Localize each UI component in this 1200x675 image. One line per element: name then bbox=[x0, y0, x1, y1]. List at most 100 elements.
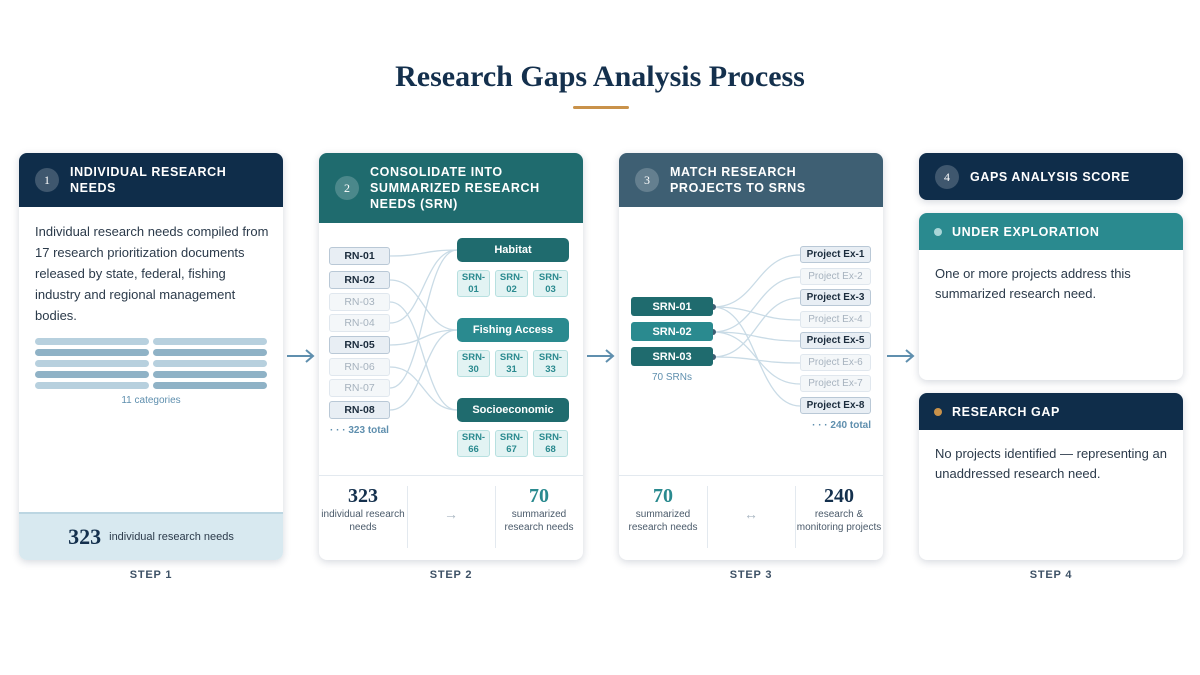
step4-title: GAPS ANALYSIS SCORE bbox=[970, 169, 1130, 184]
rn-item: RN-04 bbox=[329, 314, 390, 332]
project-item: Project Ex-2 bbox=[800, 268, 871, 285]
research-gap-title: RESEARCH GAP bbox=[952, 404, 1060, 419]
step2-card: 2 CONSOLIDATE INTO SUMMARIZED RESEARCH N… bbox=[319, 153, 583, 560]
research-gap-header: RESEARCH GAP bbox=[919, 393, 1183, 430]
page-title: Research Gaps Analysis Process bbox=[395, 60, 805, 93]
project-item: Project Ex-3 bbox=[800, 289, 871, 306]
step2-title: CONSOLIDATE INTO SUMMARIZED RESEARCH NEE… bbox=[370, 165, 540, 211]
rn-connection-lines bbox=[389, 249, 458, 411]
project-item: Project Ex-7 bbox=[800, 375, 871, 392]
srn-chip: SRN-67 bbox=[495, 430, 528, 457]
under-exploration-card: UNDER EXPLORATION One or more projects a… bbox=[919, 213, 1183, 380]
rn-item: RN-05 bbox=[329, 336, 390, 354]
step1-count: 323 bbox=[68, 524, 102, 549]
step2-label: STEP 2 bbox=[429, 569, 473, 581]
project-total: · · · 240 total bbox=[812, 420, 871, 431]
title-underline bbox=[573, 106, 629, 109]
rn-link-line bbox=[389, 301, 458, 411]
arrow-right-icon bbox=[587, 349, 615, 363]
rn-link-line bbox=[389, 329, 458, 346]
step3-header: 3 MATCH RESEARCH PROJECTS TO SRNS bbox=[619, 153, 883, 207]
step1-count-label: individual research needs bbox=[109, 531, 234, 543]
rn-item: RN-02 bbox=[329, 271, 390, 289]
step1-title: INDIVIDUAL RESEARCH NEEDS bbox=[70, 165, 227, 195]
step2-header: 2 CONSOLIDATE INTO SUMMARIZED RESEARCH N… bbox=[319, 153, 583, 223]
stat-label: individual research needs bbox=[321, 509, 405, 533]
categories-label: 11 categories bbox=[121, 395, 181, 406]
project-item: Project Ex-8 bbox=[800, 397, 871, 414]
project-link-line bbox=[712, 254, 801, 308]
stat-value: 70 bbox=[529, 485, 549, 507]
srn-count: 70 SRNs bbox=[651, 372, 692, 383]
project-link-line bbox=[712, 331, 801, 385]
srn-chip: SRN-33 bbox=[533, 350, 568, 377]
srn-chip: SRN-02 bbox=[495, 270, 528, 297]
project-link-line bbox=[712, 306, 801, 407]
arrow-right-icon bbox=[287, 349, 315, 363]
stat-label: summarized research needs bbox=[504, 509, 574, 533]
step2-number: 2 bbox=[335, 176, 359, 200]
step4-label: STEP 4 bbox=[1029, 569, 1073, 581]
rn-item: RN-06 bbox=[329, 358, 390, 376]
status-dot-icon bbox=[934, 408, 942, 416]
category-bar bbox=[35, 349, 149, 356]
project-item: Project Ex-6 bbox=[800, 354, 871, 371]
srn-chip: SRN-30 bbox=[457, 350, 490, 377]
step1-description: Individual research needs compiled from … bbox=[35, 224, 269, 323]
divider bbox=[495, 486, 496, 548]
project-link-line bbox=[712, 331, 801, 342]
srn-node: SRN-02 bbox=[631, 322, 713, 341]
srn-chip: SRN-66 bbox=[457, 430, 490, 457]
rn-link-line bbox=[389, 249, 458, 324]
step4-number: 4 bbox=[935, 164, 959, 189]
rn-item: RN-08 bbox=[329, 401, 390, 419]
rn-item: RN-03 bbox=[329, 293, 390, 311]
divider bbox=[407, 486, 408, 548]
arrow-right-icon: → bbox=[444, 506, 458, 522]
research-gap-text: No projects identified — representing an… bbox=[935, 446, 1167, 481]
project-link-line bbox=[712, 356, 801, 364]
stat-label: summarized research needs bbox=[628, 509, 698, 533]
rn-link-line bbox=[389, 249, 458, 389]
category-bar bbox=[153, 360, 267, 367]
category-pill: Fishing Access bbox=[457, 318, 569, 342]
project-link-line bbox=[712, 276, 801, 333]
srn-node: SRN-01 bbox=[631, 297, 713, 316]
rn-item: RN-07 bbox=[329, 379, 390, 397]
arrow-right-icon bbox=[887, 349, 915, 363]
step1-label: STEP 1 bbox=[129, 569, 173, 581]
under-exploration-title: UNDER EXPLORATION bbox=[952, 224, 1100, 239]
project-item: Project Ex-4 bbox=[800, 311, 871, 328]
step3-number: 3 bbox=[635, 168, 659, 192]
category-bar bbox=[35, 360, 149, 367]
stat-label: research & monitoring projects bbox=[796, 509, 882, 533]
project-link-line bbox=[712, 297, 801, 358]
srn-chip: SRN-01 bbox=[457, 270, 490, 297]
step1-card: 1 INDIVIDUAL RESEARCH NEEDS Individual r… bbox=[19, 153, 283, 560]
project-item: Project Ex-5 bbox=[800, 332, 871, 349]
rn-item: RN-01 bbox=[329, 247, 390, 265]
step1-footer: 323 individual research needs bbox=[19, 512, 283, 560]
category-bar bbox=[35, 382, 149, 389]
rn-total: · · · 323 total bbox=[330, 425, 389, 436]
rn-link-line bbox=[389, 249, 458, 257]
under-exploration-header: UNDER EXPLORATION bbox=[919, 213, 1183, 250]
step4-header-card: 4 GAPS ANALYSIS SCORE bbox=[919, 153, 1183, 200]
under-exploration-text: One or more projects address this summar… bbox=[935, 266, 1131, 301]
step3-label: STEP 3 bbox=[729, 569, 773, 581]
category-bar bbox=[153, 382, 267, 389]
stat-value: 240 bbox=[824, 485, 854, 507]
category-bar bbox=[35, 371, 149, 378]
divider bbox=[795, 486, 796, 548]
stat-value: 323 bbox=[348, 485, 378, 507]
arrow-both-icon: ↔ bbox=[744, 506, 758, 522]
category-pill: Habitat bbox=[457, 238, 569, 262]
divider bbox=[707, 486, 708, 548]
rn-link-line bbox=[389, 279, 458, 331]
step3-title: MATCH RESEARCH PROJECTS TO SRNS bbox=[670, 165, 806, 195]
